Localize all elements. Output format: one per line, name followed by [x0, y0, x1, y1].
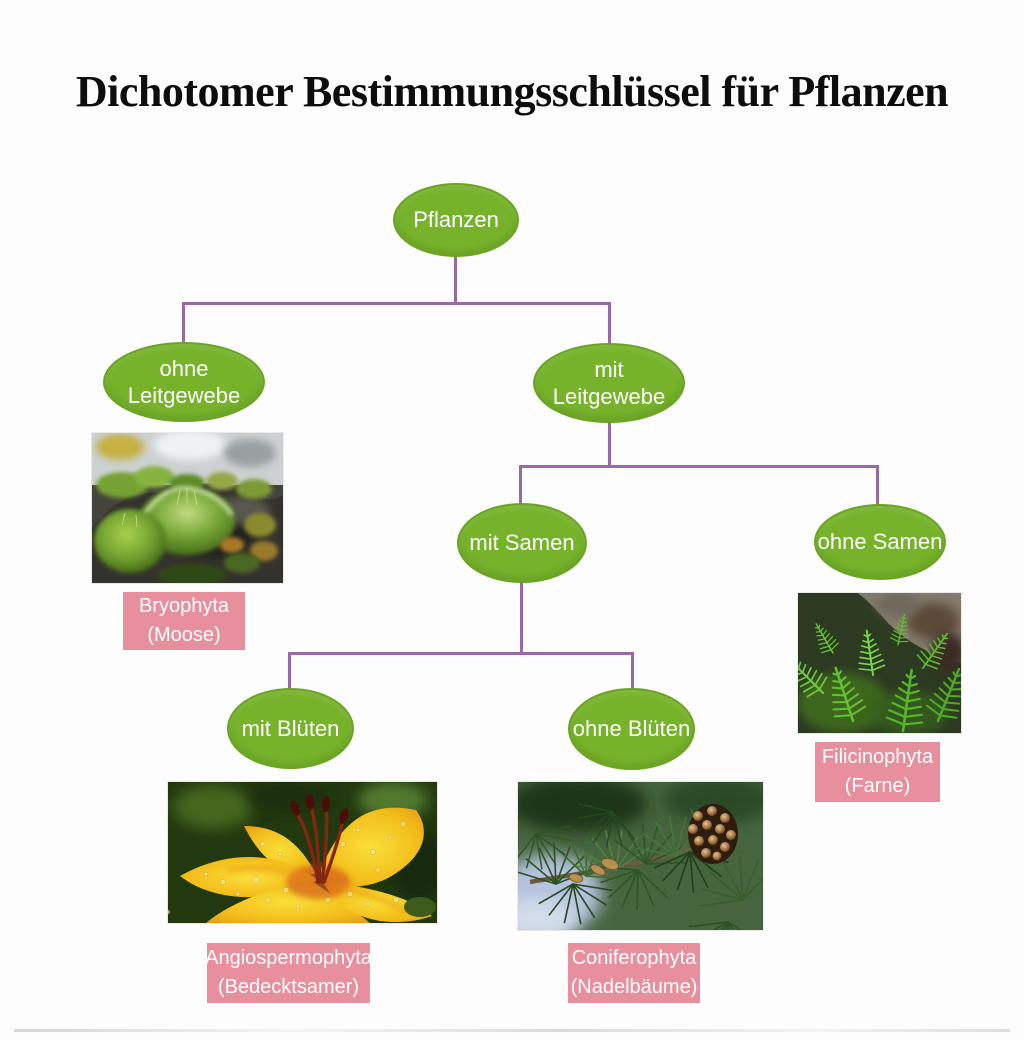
fern-photo — [798, 593, 961, 733]
node-ohne-samen-label: ohne Samen — [817, 529, 943, 555]
connector-root-drop — [454, 256, 457, 304]
result-filicinophyta-common: (Farne) — [844, 775, 911, 797]
page-title: Dichotomer Bestimmungsschlüssel für Pfla… — [75, 67, 949, 116]
moss-photo — [92, 433, 283, 583]
result-coniferophyta-name: Coniferophyta — [571, 947, 697, 969]
pine-photo — [518, 782, 763, 930]
result-angiospermophyta-common: (Bedecktsamer) — [217, 976, 360, 998]
node-ohne-blueten: ohne Blüten — [568, 688, 695, 770]
node-mit-blueten: mit Blüten — [227, 688, 354, 769]
result-bryophyta: Bryophyta (Moose) — [123, 592, 245, 650]
node-ohne-blueten-label: ohne Blüten — [572, 716, 691, 742]
connector-mit-samen-drop — [520, 581, 523, 655]
pine-photo-art — [518, 782, 763, 930]
connector-level2-right-drop — [876, 466, 879, 507]
result-angiospermophyta: Angiospermophyta (Bedecktsamer) — [205, 943, 372, 1003]
node-mit-leitgewebe-line2: Leitgewebe — [552, 384, 666, 409]
node-pflanzen-label: Pflanzen — [413, 207, 499, 233]
node-pflanzen: Pflanzen — [393, 183, 519, 257]
connector-level3-right-drop — [631, 653, 634, 693]
node-mit-leitgewebe-line1: mit — [594, 356, 624, 382]
result-angiospermophyta-name: Angiospermophyta — [205, 947, 372, 969]
connector-level1-right-drop — [608, 303, 611, 346]
result-bryophyta-name: Bryophyta — [138, 595, 230, 617]
fern-photo-art — [798, 593, 961, 733]
node-ohne-leitgewebe-line2: Leitgewebe — [127, 383, 241, 408]
result-coniferophyta: Coniferophyta (Nadelbäume) — [568, 943, 700, 1003]
moss-photo-art — [92, 433, 283, 583]
bottom-edge-artifact — [14, 1029, 1010, 1032]
connector-level1-left-drop — [182, 303, 185, 345]
connector-level3-left-drop — [288, 653, 291, 691]
node-ohne-leitgewebe-line1: ohne — [159, 355, 209, 381]
connector-level2-left-drop — [519, 466, 522, 506]
node-mit-leitgewebe: mit Leitgewebe — [533, 343, 685, 423]
result-filicinophyta: Filicinophyta (Farne) — [815, 742, 940, 802]
node-mit-samen-label: mit Samen — [469, 530, 575, 556]
connector-level1-horizontal — [182, 302, 611, 305]
connector-level3-horizontal — [288, 652, 634, 655]
result-filicinophyta-name: Filicinophyta — [821, 746, 934, 768]
node-mit-blueten-label: mit Blüten — [241, 715, 340, 741]
result-bryophyta-common: (Moose) — [147, 624, 221, 646]
lily-photo — [168, 782, 437, 923]
node-mit-samen: mit Samen — [457, 503, 587, 583]
node-ohne-leitgewebe: ohne Leitgewebe — [103, 342, 265, 422]
lily-photo-art — [168, 782, 437, 923]
node-ohne-samen: ohne Samen — [814, 504, 946, 580]
connector-level2-horizontal — [519, 465, 879, 468]
connector-mit-leitgewebe-drop — [608, 421, 611, 468]
result-coniferophyta-common: (Nadelbäume) — [570, 976, 698, 998]
